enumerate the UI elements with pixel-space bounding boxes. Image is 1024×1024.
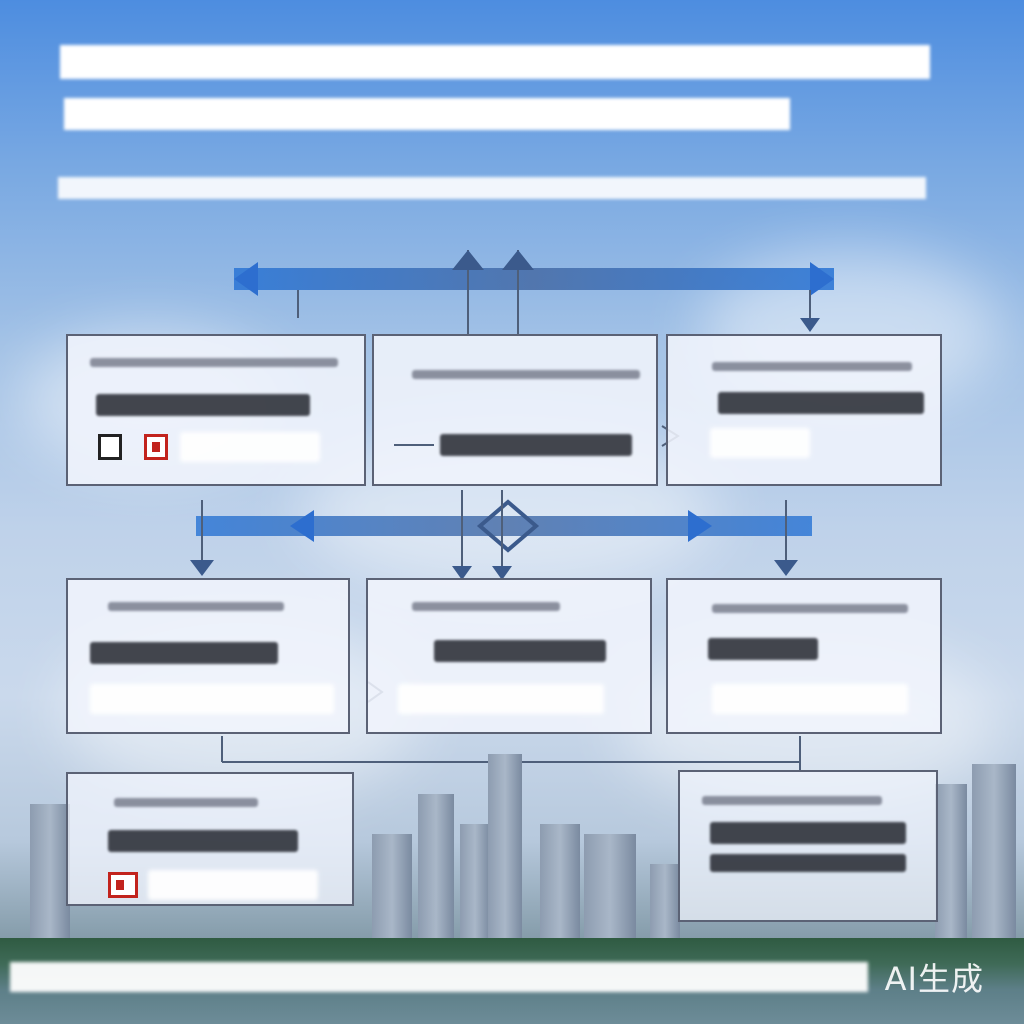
box-heading [90,642,278,664]
skyline-building [650,864,680,944]
skyline-building [540,824,580,944]
title-line-2 [64,98,790,130]
box-heading [108,830,298,852]
flow-box-r3c1 [66,772,354,906]
flow-box-r2c2 [366,578,652,734]
subtitle-line [58,177,926,199]
box-caption [702,796,882,805]
flow-box-r3c2 [678,770,938,922]
skyline-building [372,834,412,944]
box-label [180,432,320,462]
box-label [398,684,604,714]
skyline-building [418,794,454,944]
box-caption [108,602,284,611]
box-label [90,684,334,714]
box-heading [708,638,818,660]
title-line-1 [60,45,930,79]
box-caption [712,604,908,613]
flow-box-r1c2 [372,334,658,486]
skyline-building [488,754,522,944]
box-text [710,854,906,872]
box-label [712,684,908,714]
skyline-building [972,764,1016,944]
box-caption [412,602,560,611]
flow-box-r1c3 [666,334,942,486]
box-label [148,870,318,900]
box-heading [96,394,310,416]
box-icon [98,434,122,460]
box-connector [394,444,434,446]
skyline-building [935,784,967,944]
box-caption [114,798,258,807]
flow-box-r1c1 [66,334,366,486]
box-caption [412,370,640,379]
box-icon [108,872,138,898]
box-heading [710,822,906,844]
box-heading [440,434,632,456]
box-heading [718,392,924,414]
flow-box-r2c1 [66,578,350,734]
skyline-building [460,824,490,944]
flow-box-r2c3 [666,578,942,734]
box-caption [712,362,912,371]
box-heading [434,640,606,662]
skyline-building [30,804,70,944]
ai-generated-watermark: AI生成 [884,960,984,998]
box-icon [144,434,168,460]
bottom-caption-line [10,962,868,992]
box-caption [90,358,338,367]
skyline-building [584,834,636,944]
box-label [710,428,810,458]
